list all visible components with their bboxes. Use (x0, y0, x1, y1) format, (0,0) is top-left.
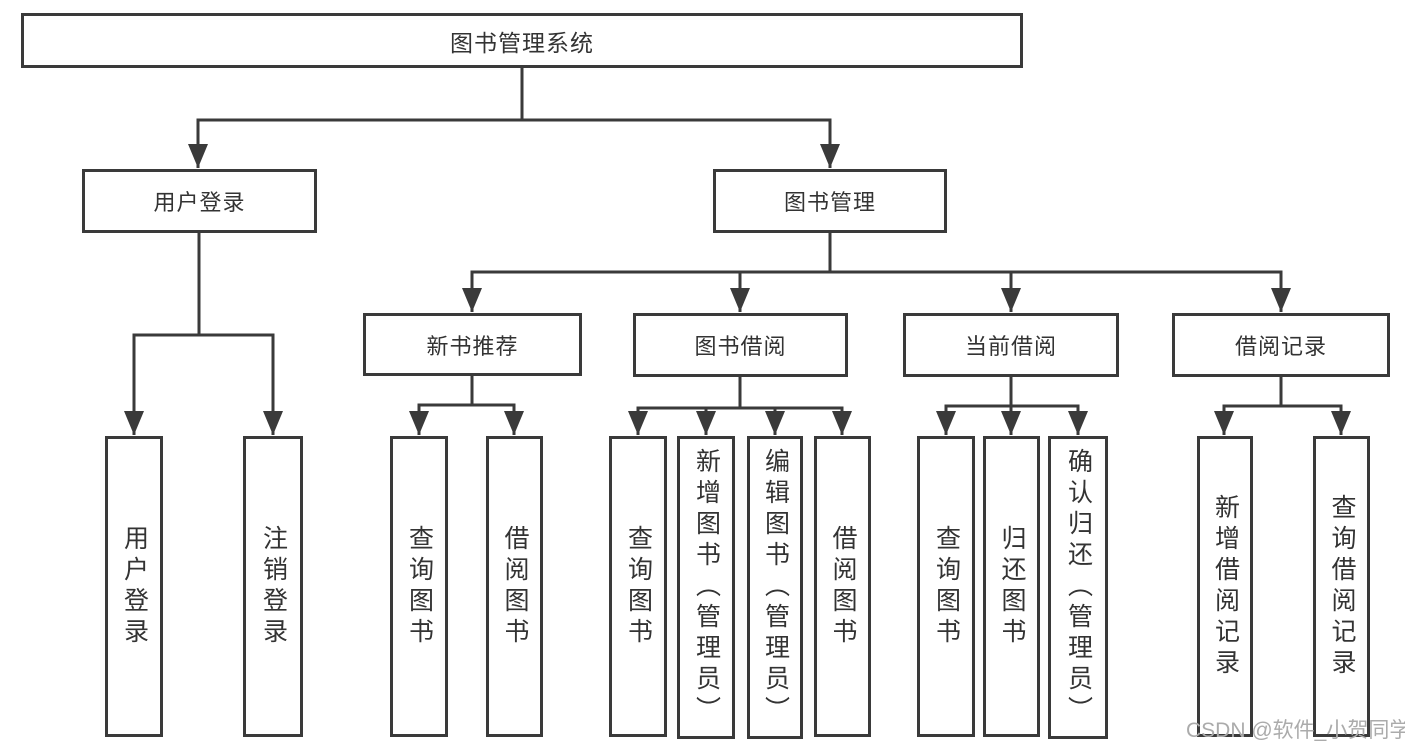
leaf-edit-book-admin: 编辑图书（管理员） (747, 436, 803, 739)
leaf-logout: 注销登录 (243, 436, 303, 737)
leaf-borrow-book: 借阅图书 (814, 436, 871, 737)
leaf-return-book: 归还图书 (983, 436, 1040, 737)
node-current-borrow: 当前借阅 (903, 313, 1119, 377)
node-library-management-system: 图书管理系统 (21, 13, 1023, 68)
leaf-add-book-admin: 新增图书（管理员） (677, 436, 735, 739)
node-borrow-records: 借阅记录 (1172, 313, 1390, 377)
watermark: CSDN @软件_小贺同学 (1186, 719, 1405, 742)
leaf-user-login: 用户登录 (105, 436, 163, 737)
leaf-borrow-book-recommend: 借阅图书 (486, 436, 543, 737)
node-user-login: 用户登录 (82, 169, 317, 233)
leaf-add-borrow-record: 新增借阅记录 (1197, 436, 1253, 737)
leaf-query-borrow-record: 查询借阅记录 (1313, 436, 1370, 737)
node-book-management: 图书管理 (713, 169, 947, 233)
node-book-borrow: 图书借阅 (633, 313, 848, 377)
leaf-query-book-recommend: 查询图书 (390, 436, 448, 737)
leaf-query-book-borrow: 查询图书 (609, 436, 667, 737)
node-new-book-recommend: 新书推荐 (363, 313, 582, 376)
leaf-query-book-current: 查询图书 (917, 436, 975, 737)
leaf-confirm-return-admin: 确认归还（管理员） (1048, 436, 1108, 739)
